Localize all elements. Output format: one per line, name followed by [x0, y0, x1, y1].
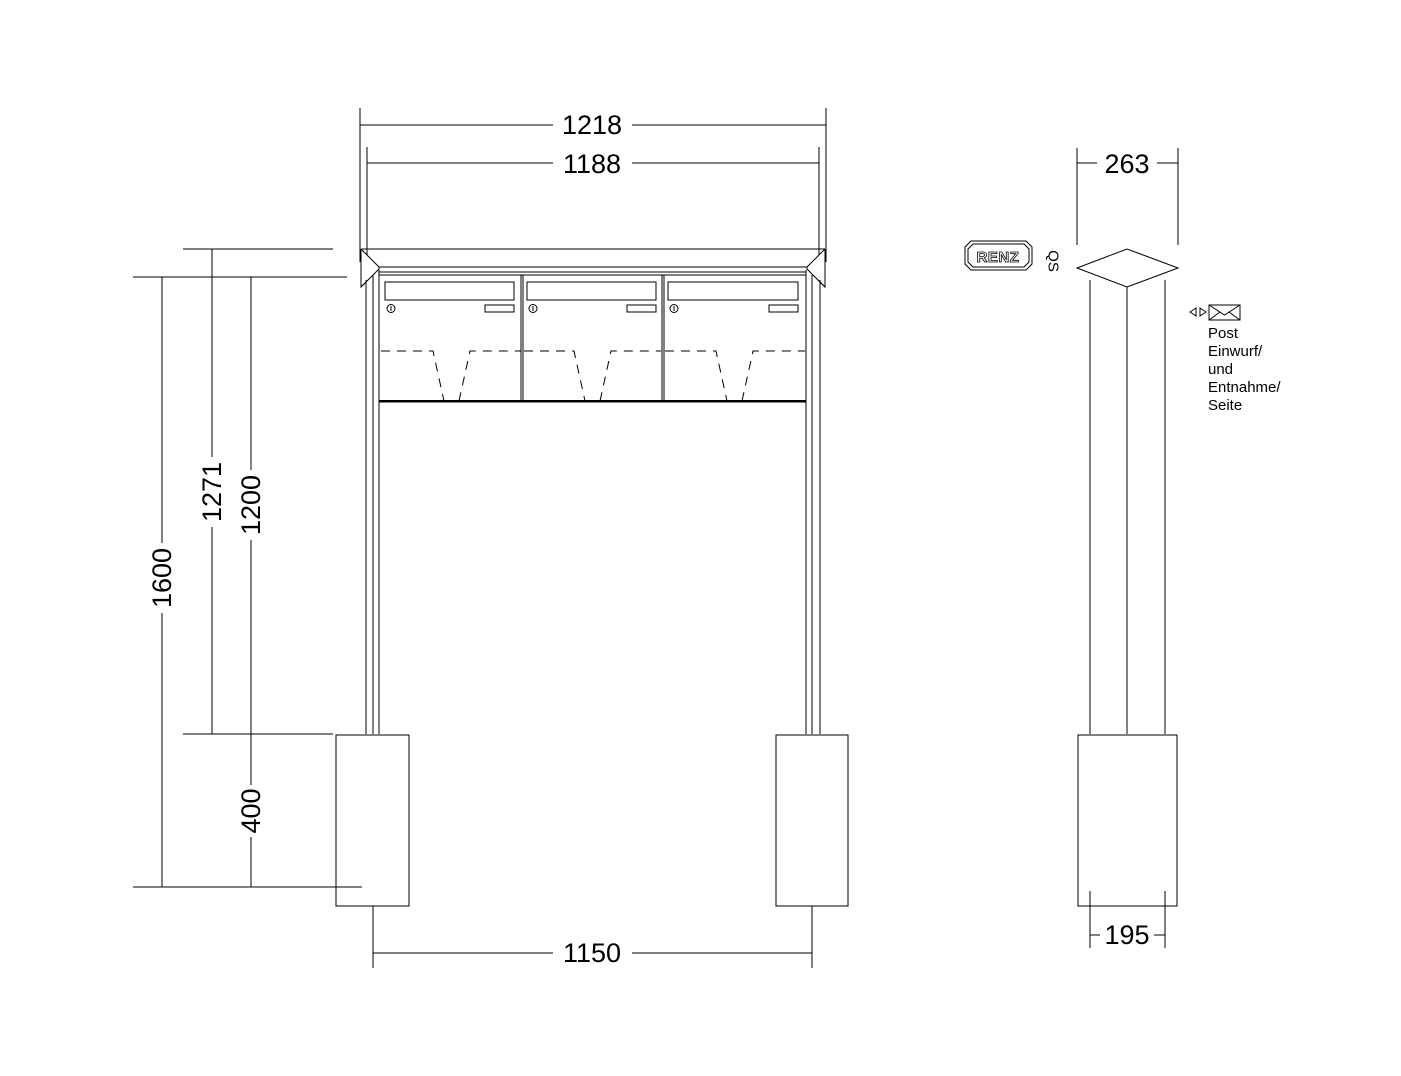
dim-label-base-depth: 195 [1104, 920, 1149, 950]
qs-label: QS [1045, 250, 1062, 272]
dim-vertical-set: 1600 1271 1200 400 [133, 248, 362, 888]
roof [360, 248, 826, 289]
right-post [805, 270, 821, 734]
dim-base-depth: 195 [1089, 891, 1166, 950]
dim-label-side-depth: 263 [1104, 149, 1149, 179]
legend-line-4: Entnahme/ [1208, 379, 1281, 396]
renz-logo: RENZ [964, 240, 1033, 271]
envelope-icon [1208, 304, 1241, 321]
front-view: 1218 1188 [133, 108, 849, 968]
legend-line-3: und [1208, 361, 1233, 378]
dim-overall-width: 1218 [359, 108, 827, 262]
legend-line-1: Post [1208, 325, 1239, 342]
left-base [335, 734, 410, 907]
left-post [365, 270, 380, 734]
legend-line-2: Einwurf/ [1208, 343, 1263, 360]
dim-inner-width: 1188 [366, 147, 820, 255]
mailbox-2 [524, 281, 661, 402]
side-roof [1075, 248, 1180, 288]
side-view: 263 195 [1075, 148, 1281, 950]
mailbox-unit [378, 271, 807, 403]
dim-label-roof-height: 1271 [197, 462, 227, 522]
dim-post-spacing: 1150 [372, 906, 813, 968]
legend-line-5: Seite [1208, 397, 1242, 414]
dim-label-inner-width: 1188 [563, 149, 621, 179]
mailbox-1 [381, 281, 521, 402]
dim-label-frame-height: 1200 [236, 475, 266, 535]
mailbox-3 [665, 281, 805, 402]
dim-label-total-height: 1600 [147, 548, 177, 608]
right-base [775, 734, 849, 907]
double-arrow-icon [1189, 307, 1207, 317]
side-post [1089, 280, 1166, 734]
brand-block: RENZ QS [964, 240, 1062, 272]
dim-label-base-height: 400 [236, 788, 266, 833]
mail-side-legend: Post Einwurf/ und Entnahme/ Seite [1189, 304, 1281, 414]
side-base [1077, 734, 1178, 907]
dim-label-post-spacing: 1150 [563, 938, 621, 968]
dim-label-overall-width: 1218 [562, 110, 622, 140]
renz-logo-text: RENZ [977, 249, 1020, 266]
dim-side-depth: 263 [1076, 148, 1179, 245]
